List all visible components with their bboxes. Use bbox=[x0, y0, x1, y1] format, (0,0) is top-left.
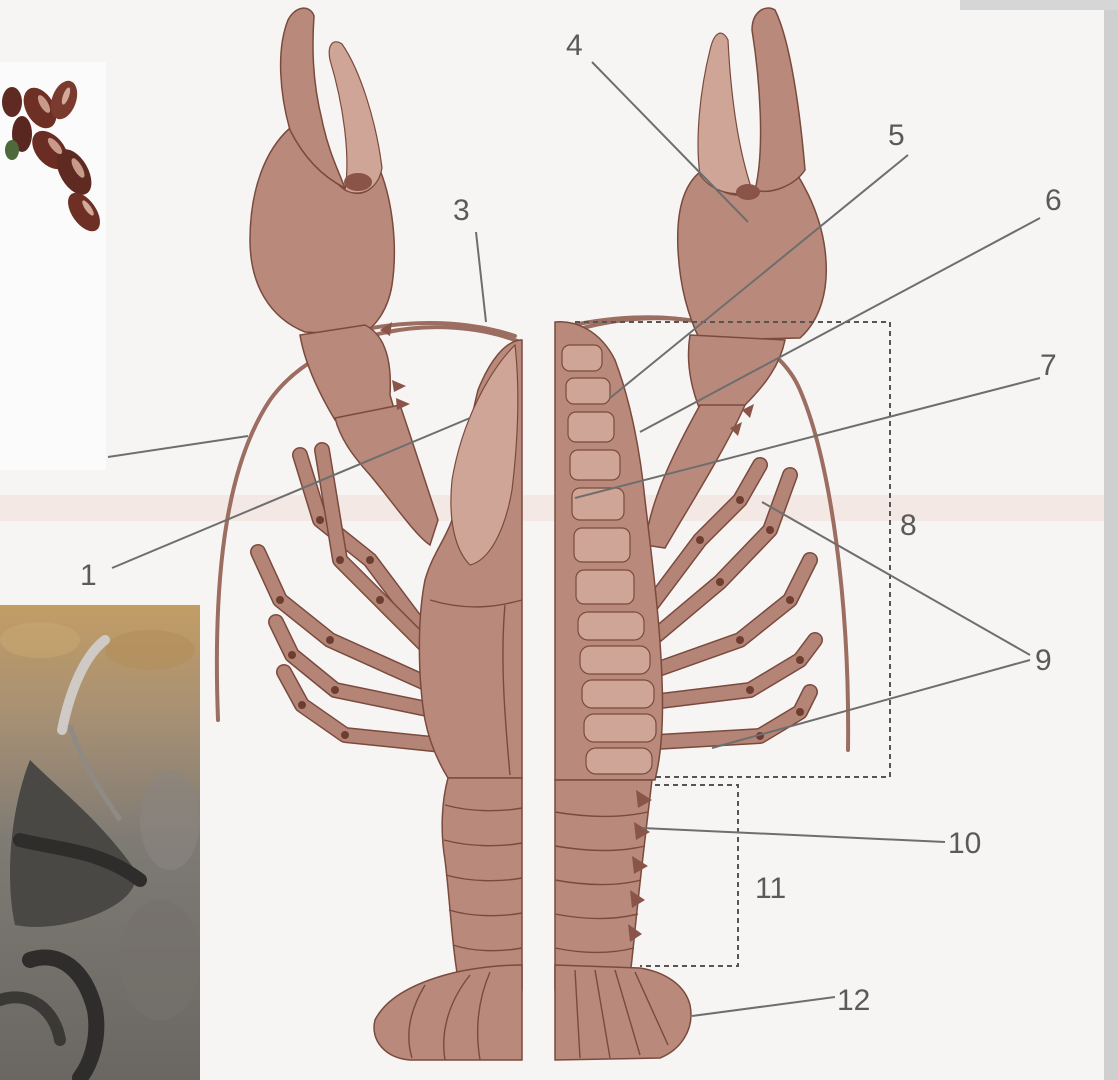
right-claw-dark-tip bbox=[736, 184, 760, 200]
label-4: 4 bbox=[566, 29, 583, 62]
left-claw-dark-tip bbox=[344, 173, 372, 191]
leg-joint bbox=[341, 731, 349, 739]
leg-joint bbox=[298, 701, 306, 709]
mouthpart bbox=[570, 450, 620, 480]
leg-joint bbox=[786, 596, 794, 604]
coxa bbox=[580, 646, 650, 674]
label-7: 7 bbox=[1040, 349, 1057, 382]
top-right-border bbox=[960, 0, 1118, 10]
label-10: 10 bbox=[948, 827, 981, 860]
leg-joint bbox=[276, 596, 284, 604]
label-6: 6 bbox=[1045, 184, 1062, 217]
coxa bbox=[586, 748, 652, 774]
mouthpart bbox=[568, 412, 614, 442]
green-detail bbox=[5, 140, 19, 160]
rock-texture bbox=[105, 630, 195, 670]
leg-joint bbox=[366, 556, 374, 564]
mouthpart bbox=[566, 378, 610, 404]
right-edge-border bbox=[1104, 0, 1118, 1080]
egg bbox=[2, 87, 22, 117]
rock-texture bbox=[120, 900, 200, 1020]
leg-joint bbox=[331, 686, 339, 694]
label-3: 3 bbox=[453, 194, 470, 227]
rock-texture bbox=[140, 770, 200, 870]
label-1: 1 bbox=[80, 559, 97, 592]
leg-joint bbox=[736, 636, 744, 644]
coxa bbox=[578, 612, 644, 640]
leg-joint bbox=[336, 556, 344, 564]
coxa bbox=[584, 714, 656, 742]
label-8: 8 bbox=[900, 509, 917, 542]
leg-joint bbox=[326, 636, 334, 644]
leg-joint bbox=[796, 708, 804, 716]
eggs-photo bbox=[0, 62, 106, 470]
leg-joint bbox=[746, 686, 754, 694]
mouthpart bbox=[562, 345, 602, 371]
label-11: 11 bbox=[755, 872, 786, 905]
leg-joint bbox=[288, 651, 296, 659]
mouthpart bbox=[576, 570, 634, 604]
leg-joint bbox=[766, 526, 774, 534]
leg-joint bbox=[376, 596, 384, 604]
crayfish-photo bbox=[0, 605, 200, 1080]
label-9: 9 bbox=[1035, 644, 1052, 677]
label-12: 12 bbox=[837, 984, 870, 1017]
coxa bbox=[582, 680, 654, 708]
right-tail-fan bbox=[555, 965, 691, 1060]
leg-joint bbox=[716, 578, 724, 586]
leg-joint bbox=[316, 516, 324, 524]
leg-joint bbox=[736, 496, 744, 504]
mouthpart bbox=[574, 528, 630, 562]
rock-texture bbox=[0, 622, 80, 658]
leg-joint bbox=[696, 536, 704, 544]
label-5: 5 bbox=[888, 119, 905, 152]
leg-joint bbox=[796, 656, 804, 664]
